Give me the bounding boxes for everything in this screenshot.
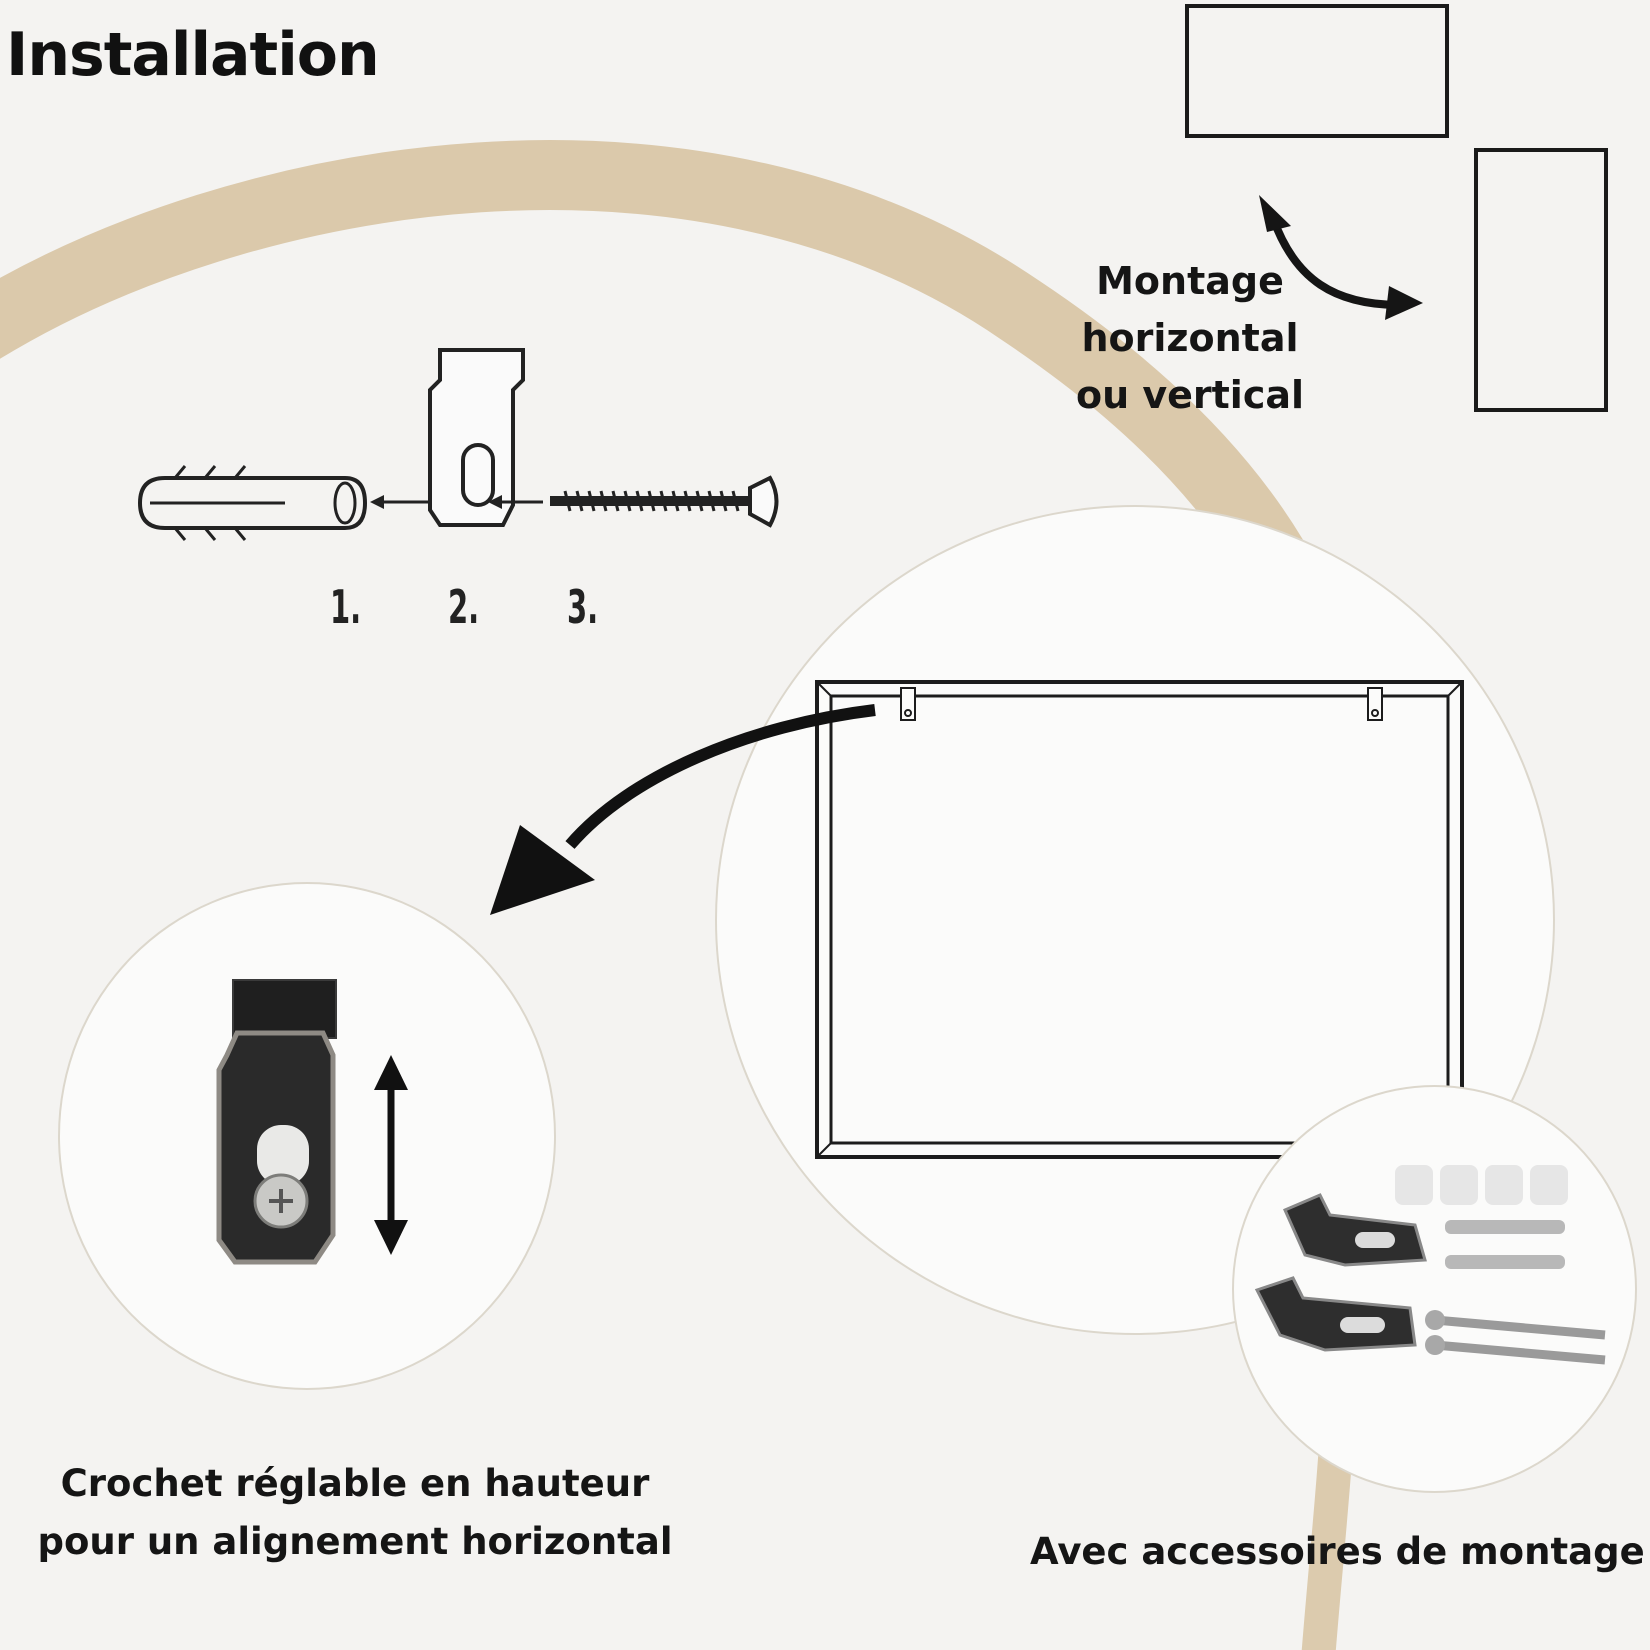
accessories-circle: [1232, 1085, 1637, 1493]
vertical-frame-icon: [1474, 148, 1608, 412]
rotate-arrow-icon: [1259, 195, 1423, 320]
accessories-photo: [1254, 1165, 1606, 1365]
step-3-label: 3.: [567, 580, 599, 634]
hook-caption: Crochet réglable en hauteur pour un alig…: [30, 1455, 680, 1571]
step-2-label: 2.: [448, 580, 480, 634]
arrow-left-icon: [488, 495, 543, 509]
hook-photo: [216, 979, 337, 1265]
frame-back-illustration: [815, 680, 1464, 1159]
vertical-adjust-arrow-icon: [374, 1055, 408, 1255]
screw-icon: [550, 475, 779, 528]
orientation-line: Montage: [1096, 259, 1284, 303]
hook-caption-line: Crochet réglable en hauteur: [60, 1462, 650, 1505]
arrow-left-icon: [370, 495, 435, 509]
hook-caption-line: pour un alignement horizontal: [37, 1520, 673, 1563]
accessories-caption: Avec accessoires de montage: [1030, 1530, 1645, 1573]
step-1-label: 1.: [330, 580, 362, 634]
wall-plug-icon: [137, 465, 368, 541]
orientation-line: ou vertical: [1075, 373, 1305, 417]
horizontal-frame-icon: [1185, 4, 1449, 138]
hook-plate-icon: [428, 348, 525, 527]
page-title: Installation: [6, 20, 380, 90]
pointer-arrow-icon: [490, 704, 876, 915]
orientation-label: Montage horizontal ou vertical: [1040, 253, 1340, 424]
orientation-line: horizontal: [1081, 316, 1299, 360]
